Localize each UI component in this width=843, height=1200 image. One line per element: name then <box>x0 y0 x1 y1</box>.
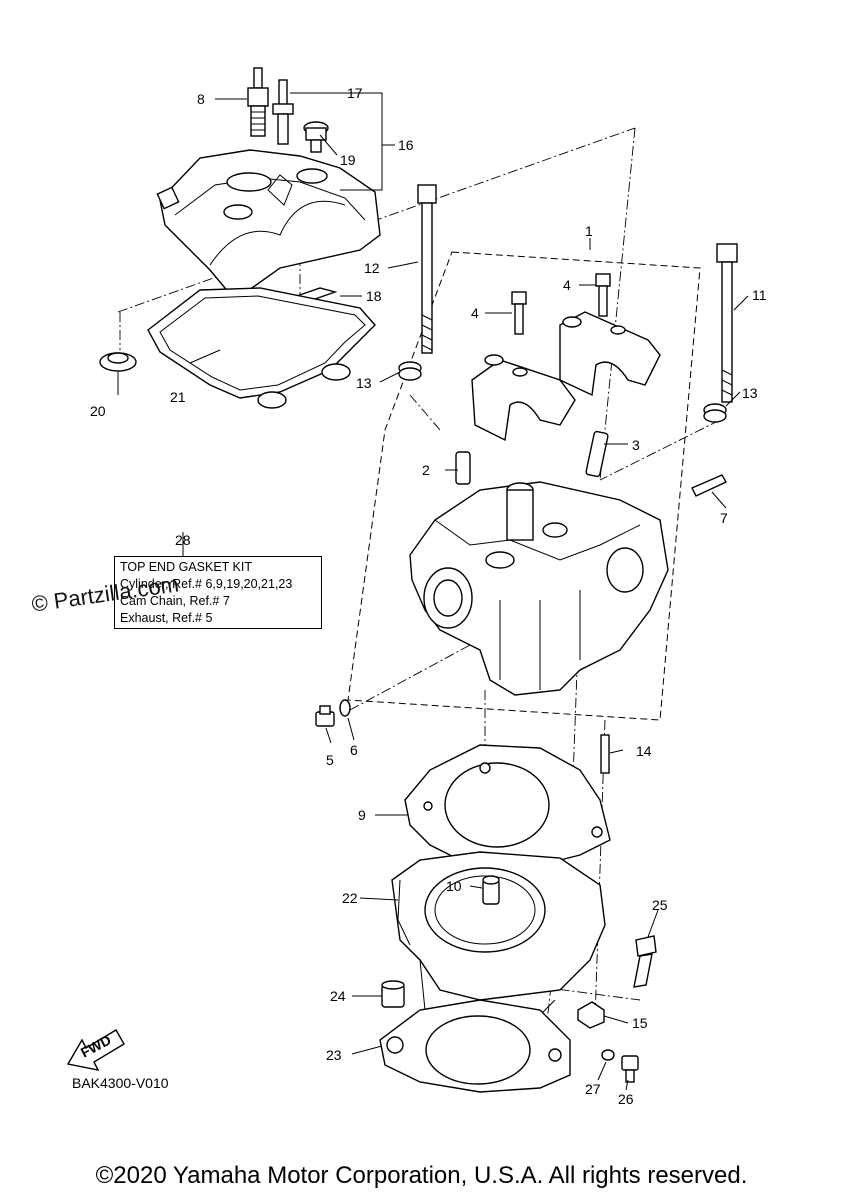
callout-8: 8 <box>197 91 205 107</box>
cylinder-head-gasket <box>404 744 611 871</box>
callout-2: 2 <box>422 462 430 478</box>
long-bolt-12 <box>417 184 437 354</box>
cover-gasket <box>147 287 376 409</box>
callout-4b: 4 <box>563 277 571 293</box>
cover-bolt <box>272 79 294 145</box>
dowel-pin-3 <box>585 430 609 478</box>
group-outline-1 <box>347 251 701 721</box>
callout-7: 7 <box>720 510 728 526</box>
camshaft-cap-left <box>471 354 576 442</box>
callout-1: 1 <box>585 223 593 239</box>
bolt-26 <box>621 1055 639 1083</box>
cylinder-gasket <box>379 999 571 1093</box>
stud-bolt-14 <box>600 734 610 774</box>
cylinder <box>391 851 606 1036</box>
diagram-code: BAK4300-V010 <box>72 1075 169 1091</box>
callout-13b: 13 <box>742 385 758 401</box>
callout-23: 23 <box>326 1047 342 1063</box>
callout-15: 15 <box>632 1015 648 1031</box>
callout-26: 26 <box>618 1091 634 1107</box>
callout-5: 5 <box>326 752 334 768</box>
callout-21: 21 <box>170 389 186 405</box>
callout-18: 18 <box>366 288 382 304</box>
callout-19: 19 <box>340 152 356 168</box>
kit-line-cam-chain: Cam Chain, Ref.# 7 <box>120 594 230 608</box>
callout-12: 12 <box>364 260 380 276</box>
callout-10: 10 <box>446 878 462 894</box>
washer-27 <box>601 1049 615 1061</box>
callout-27: 27 <box>585 1081 601 1097</box>
callout-16: 16 <box>398 137 414 153</box>
cylinder-head <box>409 481 669 696</box>
nut-15 <box>577 1001 605 1029</box>
grommet <box>303 121 329 153</box>
fwd-arrow-icon: FWD <box>66 1029 125 1071</box>
callout-6: 6 <box>350 742 358 758</box>
copyright-notice: ©2020 Yamaha Motor Corporation, U.S.A. A… <box>95 1162 748 1189</box>
callout-13a: 13 <box>356 375 372 391</box>
callout-9: 9 <box>358 807 366 823</box>
callout-28: 28 <box>175 532 191 548</box>
kit-line-cylinder: Cylinder, Ref.# 6,9,19,20,21,23 <box>120 577 293 591</box>
camshaft-cap-right <box>559 311 661 397</box>
callout-14: 14 <box>636 743 652 759</box>
bolt-25 <box>633 935 657 988</box>
washer-left <box>398 361 422 381</box>
callout-3: 3 <box>632 437 640 453</box>
callout-17: 17 <box>347 85 363 101</box>
spark-plug <box>247 67 269 137</box>
dowel-pin-2 <box>455 451 471 485</box>
washer-right <box>703 403 727 423</box>
stud-bolt-7 <box>691 474 727 497</box>
callout-25: 25 <box>652 897 668 913</box>
top-end-gasket-kit-box: TOP END GASKET KIT Cylinder, Ref.# 6,9,1… <box>114 556 322 629</box>
leader-lines <box>117 92 749 1091</box>
callout-22: 22 <box>342 890 358 906</box>
callout-4a: 4 <box>471 305 479 321</box>
seal <box>99 352 137 372</box>
dowel-pin-10 <box>482 875 500 905</box>
cylinder-head-cover <box>156 149 381 301</box>
callout-20: 20 <box>90 403 106 419</box>
callout-11: 11 <box>752 287 767 303</box>
cap-bolt-right <box>595 273 611 317</box>
kit-title: TOP END GASKET KIT <box>120 560 252 574</box>
dowel-pin-24 <box>381 980 405 1008</box>
cap-bolt-left <box>511 291 527 335</box>
gasket-6 <box>339 699 351 717</box>
plug-bolt-5 <box>315 705 335 727</box>
long-bolt-11 <box>716 243 738 403</box>
callout-24: 24 <box>330 988 346 1004</box>
kit-line-exhaust: Exhaust, Ref.# 5 <box>120 611 213 625</box>
